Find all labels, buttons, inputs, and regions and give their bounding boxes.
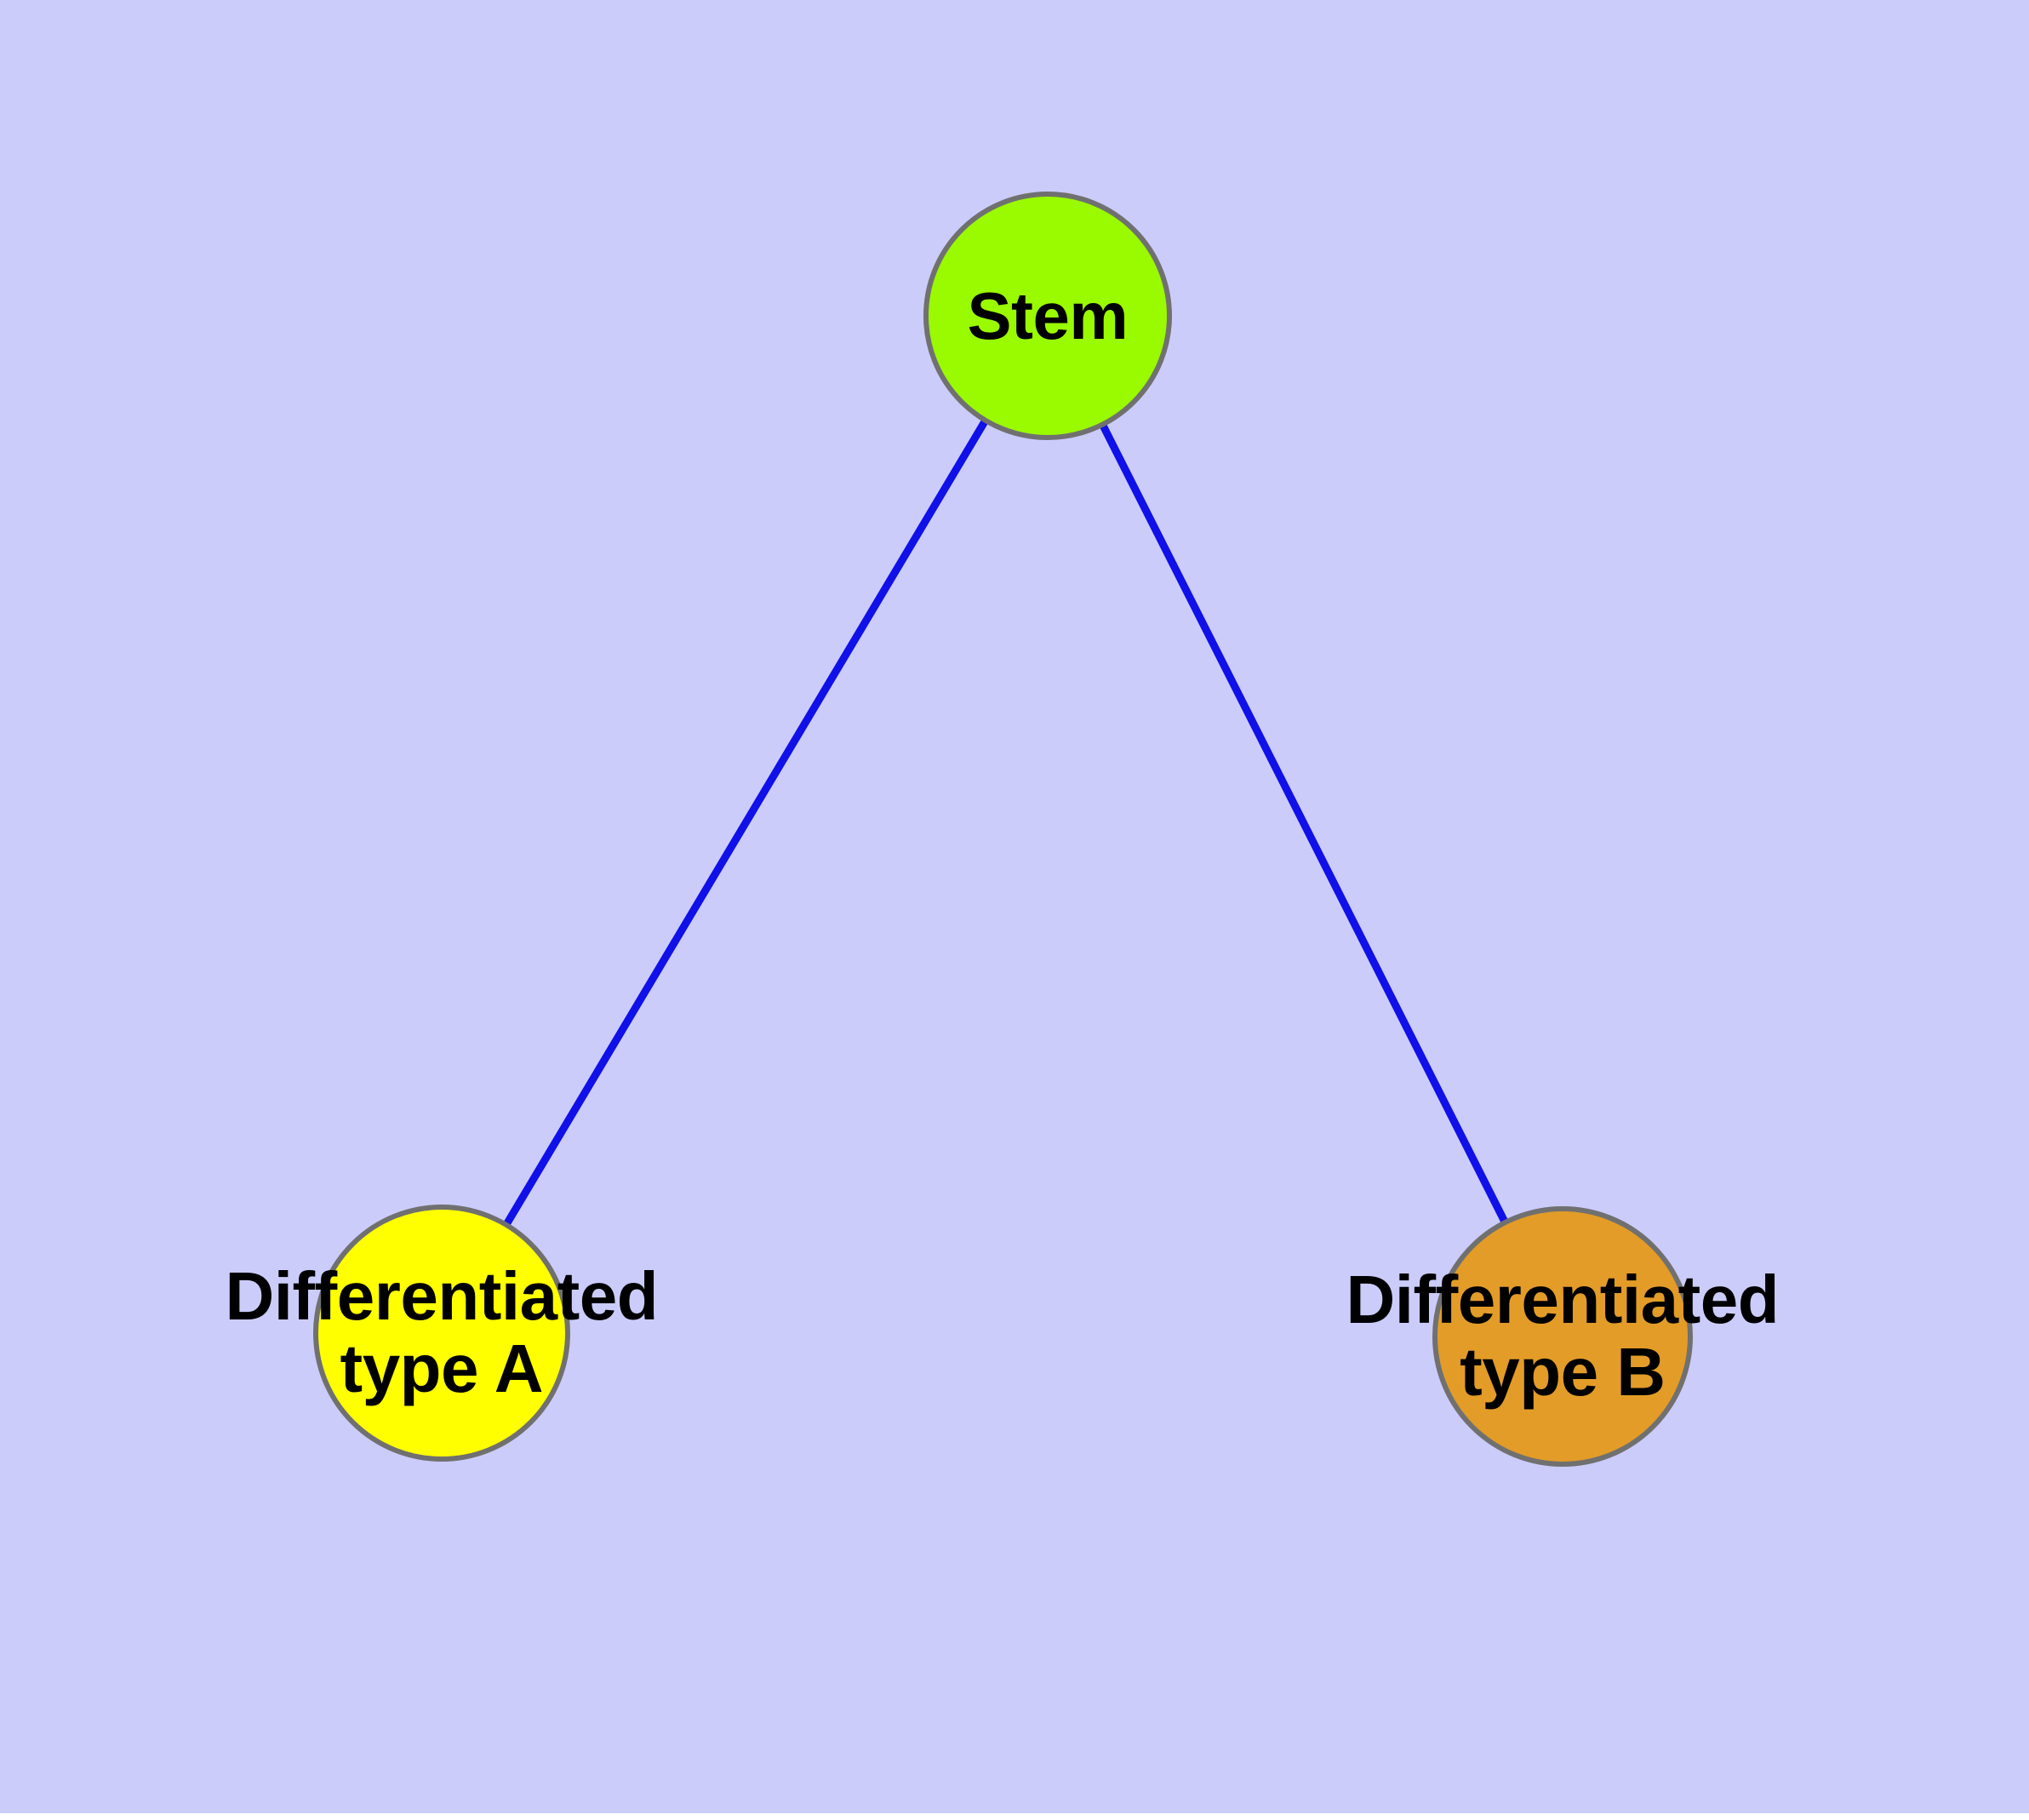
nodes-group xyxy=(313,192,1693,1467)
node-circle-diff_b[interactable] xyxy=(1432,1206,1693,1467)
edge-stem-diff-b xyxy=(1099,423,1508,1224)
node-circle-diff_a[interactable] xyxy=(313,1205,570,1462)
edges-group xyxy=(503,419,1508,1227)
node-circle-stem[interactable] xyxy=(923,192,1172,440)
edge-stem-diff-a xyxy=(503,419,989,1227)
